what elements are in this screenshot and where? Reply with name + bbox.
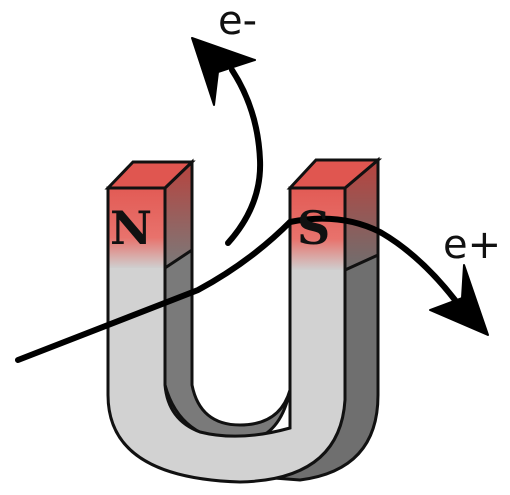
- south-pole-outline: [288, 186, 347, 270]
- positron-track: [287, 215, 458, 303]
- positron-label: e+: [443, 222, 501, 268]
- electron-arrowhead: [191, 37, 256, 106]
- incoming-track: [15, 219, 293, 363]
- south-pole-label: S: [297, 201, 330, 255]
- electron-label: e-: [218, 0, 257, 44]
- magnet-front-face: [106, 186, 347, 484]
- electron-track: [225, 67, 264, 246]
- south-pole-face: [290, 188, 345, 270]
- horseshoe-magnet: [104, 156, 383, 484]
- particle-tracks: [15, 37, 489, 363]
- positron-arrowhead: [429, 264, 489, 336]
- north-pole-label: N: [110, 201, 152, 255]
- north-pole-outline: [106, 186, 167, 268]
- north-pole-face: [108, 188, 165, 268]
